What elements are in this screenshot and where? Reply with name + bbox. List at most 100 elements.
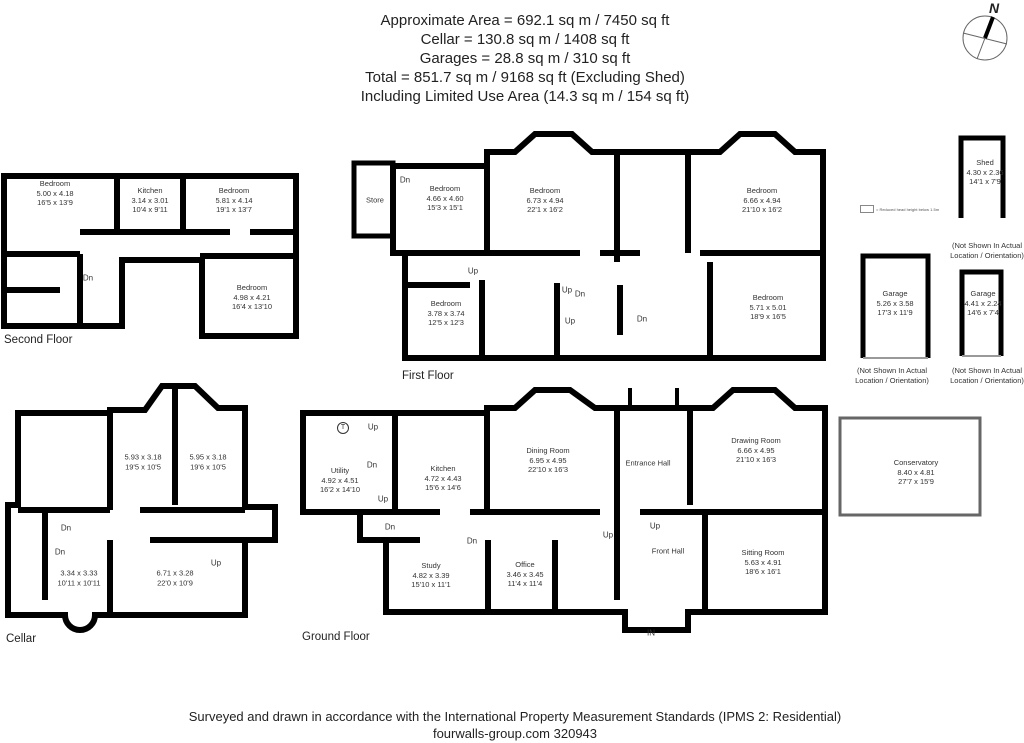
stair-direction-marker: Dn [574, 289, 586, 299]
room-name: Garage [882, 288, 908, 298]
room-name: Entrance Hall [625, 458, 671, 468]
room-name: Utility [330, 465, 350, 475]
note-line: Location / Orientation) [950, 250, 1024, 260]
room-metric: 4.98 x 4.21 [233, 292, 271, 302]
outbuilding-walls [860, 135, 1006, 359]
room-name: Bedroom [529, 185, 561, 195]
room-imperial: 19'6 x 10'5 [190, 462, 226, 471]
room-name: Bedroom [430, 298, 462, 308]
room-name: Bedroom [218, 185, 250, 195]
footer: Surveyed and drawn in accordance with th… [0, 708, 1024, 742]
room-metric: 4.66 x 4.60 [426, 193, 464, 203]
floor-title-cellar: Cellar [6, 633, 37, 645]
stair-direction-marker: Up [561, 285, 573, 295]
room-imperial: 11'4 x 11'4 [507, 578, 543, 588]
room-name: Sitting Room [741, 547, 785, 557]
room-imperial: 22'1 x 16'2 [527, 204, 563, 214]
room-metric: 5.95 x 3.18 [189, 452, 227, 462]
stair-direction-marker: Up [367, 422, 379, 432]
stair-direction-marker: Dn [60, 523, 72, 533]
room-name: Kitchen [137, 185, 163, 195]
company-reference: fourwalls-group.com 320943 [432, 726, 598, 741]
room-imperial: 16'5 x 13'9 [37, 197, 73, 207]
cellar-walls [5, 383, 278, 633]
floor-title-ground: Ground Floor [302, 631, 370, 643]
room-name: Bedroom [39, 178, 71, 188]
room-name: Store [366, 195, 384, 205]
room-metric: 4.30 x 2.36 [966, 167, 1004, 177]
room-metric: 5.93 x 3.18 [124, 452, 162, 462]
room-metric: 8.40 x 4.81 [897, 467, 935, 477]
stair-direction-marker: Dn [466, 536, 478, 546]
location-note: (Not Shown In Actual Location / Orientat… [950, 366, 1024, 385]
north-compass-icon [962, 15, 1008, 61]
room-metric: 4.72 x 4.43 [424, 473, 462, 483]
stair-direction-marker: Up [377, 494, 389, 504]
room-metric: 4.82 x 3.39 [412, 570, 450, 580]
legend-text: = Reduced head height below 1.5m [876, 206, 940, 212]
first-floor-walls [351, 131, 826, 361]
survey-statement: Surveyed and drawn in accordance with th… [188, 709, 842, 724]
room-name: Bedroom [429, 183, 461, 193]
room-metric: 3.34 x 3.33 [60, 568, 98, 578]
room-imperial: 16'2 x 14'10 [320, 484, 360, 494]
room-metric: 5.26 x 3.58 [876, 298, 914, 308]
room-name: Garage [970, 288, 996, 298]
room-imperial: 18'6 x 16'1 [745, 566, 781, 576]
area-line: Total = 851.7 sq m / 9168 sq ft (Excludi… [365, 69, 685, 86]
legend: = Reduced head height below 1.5m [860, 205, 939, 213]
area-summary: Approximate Area = 692.1 sq m / 7450 sq … [0, 11, 1024, 106]
room-metric: 4.92 x 4.51 [321, 475, 359, 485]
room-imperial: 19'1 x 13'7 [216, 204, 252, 214]
ground-floor-walls [300, 387, 982, 633]
room-metric: 3.14 x 3.01 [131, 195, 169, 205]
room-metric: 4.41 x 2.24 [964, 298, 1002, 308]
stair-direction-marker: Dn [54, 547, 66, 557]
floor-title-second: Second Floor [4, 334, 73, 346]
room-metric: 6.71 x 3.28 [156, 568, 194, 578]
legend-swatch [860, 205, 874, 213]
stair-direction-marker: Dn [82, 273, 94, 283]
area-line: Garages = 28.8 sq m / 310 sq ft [419, 50, 631, 67]
entrance-marker: IN [647, 628, 655, 638]
room-name: Dining Room [526, 445, 570, 455]
room-metric: 6.66 x 4.94 [743, 195, 781, 205]
room-imperial: 12'5 x 12'3 [428, 317, 464, 327]
room-name: Bedroom [236, 282, 268, 292]
area-line: Cellar = 130.8 sq m / 1408 sq ft [420, 31, 630, 48]
compass-north-label: N [989, 0, 1000, 16]
room-label: Entrance Hall [625, 458, 670, 468]
note-line: Location / Orientation) [950, 375, 1024, 385]
stair-direction-marker: Up [467, 266, 479, 276]
room-imperial: 17'3 x 11'9 [877, 307, 913, 317]
stair-direction-marker: Up [649, 521, 661, 531]
area-line: Approximate Area = 692.1 sq m / 7450 sq … [380, 12, 670, 29]
room-imperial: 15'10 x 11'1 [411, 579, 451, 589]
room-name: Front Hall [651, 546, 685, 556]
note-line: (Not Shown In Actual [856, 366, 928, 375]
stair-direction-marker: Dn [636, 314, 648, 324]
room-imperial: 22'10 x 16'3 [528, 464, 568, 474]
note-line: Location / Orientation) [855, 375, 929, 385]
room-name: Study [421, 560, 441, 570]
stair-direction-marker: Dn [384, 522, 396, 532]
room-name: Bedroom [752, 292, 784, 302]
note-line: (Not Shown In Actual [951, 366, 1023, 375]
room-imperial: 10'11 x 10'11 [57, 578, 101, 587]
room-label: Store [366, 195, 384, 205]
